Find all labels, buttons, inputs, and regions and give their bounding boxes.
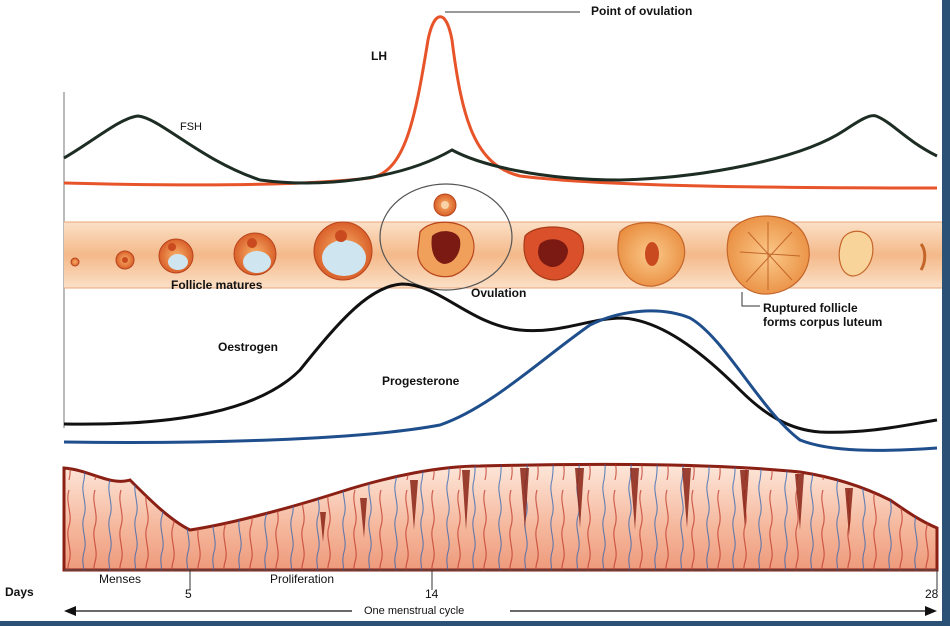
menses-label: Menses <box>99 572 142 586</box>
follicle-matures-label: Follicle matures <box>171 278 263 292</box>
ovulation-stage <box>379 183 513 291</box>
day-ticks <box>189 570 938 590</box>
frame-right-border <box>942 0 950 626</box>
ovulation-label: Ovulation <box>471 286 527 300</box>
lh-label: LH <box>371 49 387 63</box>
frame-bottom-border <box>0 621 950 626</box>
progesterone-label: Progesterone <box>382 374 460 388</box>
ruptured-follicle-label: Ruptured follicle <box>763 301 858 315</box>
cycle-label: One menstrual cycle <box>364 605 465 617</box>
days-label: Days <box>5 585 34 599</box>
proliferation-label: Proliferation <box>270 572 335 586</box>
oestrogen-label: Oestrogen <box>218 340 279 354</box>
point-of-ovulation-label: Point of ovulation <box>591 4 693 18</box>
day-14-label: 14 <box>425 587 439 601</box>
follicle-stages <box>70 221 373 281</box>
day-5-label: 5 <box>185 587 192 601</box>
corpus-luteum-label: forms corpus luteum <box>763 315 883 329</box>
cycle-arrow <box>64 606 937 616</box>
oestrogen-curve <box>63 282 938 434</box>
fsh-label: FSH <box>180 121 202 133</box>
progesterone-curve <box>63 309 938 452</box>
corpus-luteum-leader <box>741 292 760 307</box>
lh-curve <box>63 15 938 190</box>
endometrium-layer <box>62 462 939 572</box>
fsh-curve <box>63 114 938 185</box>
day-28-label: 28 <box>925 587 939 601</box>
corpus-luteum-stages <box>523 215 927 295</box>
